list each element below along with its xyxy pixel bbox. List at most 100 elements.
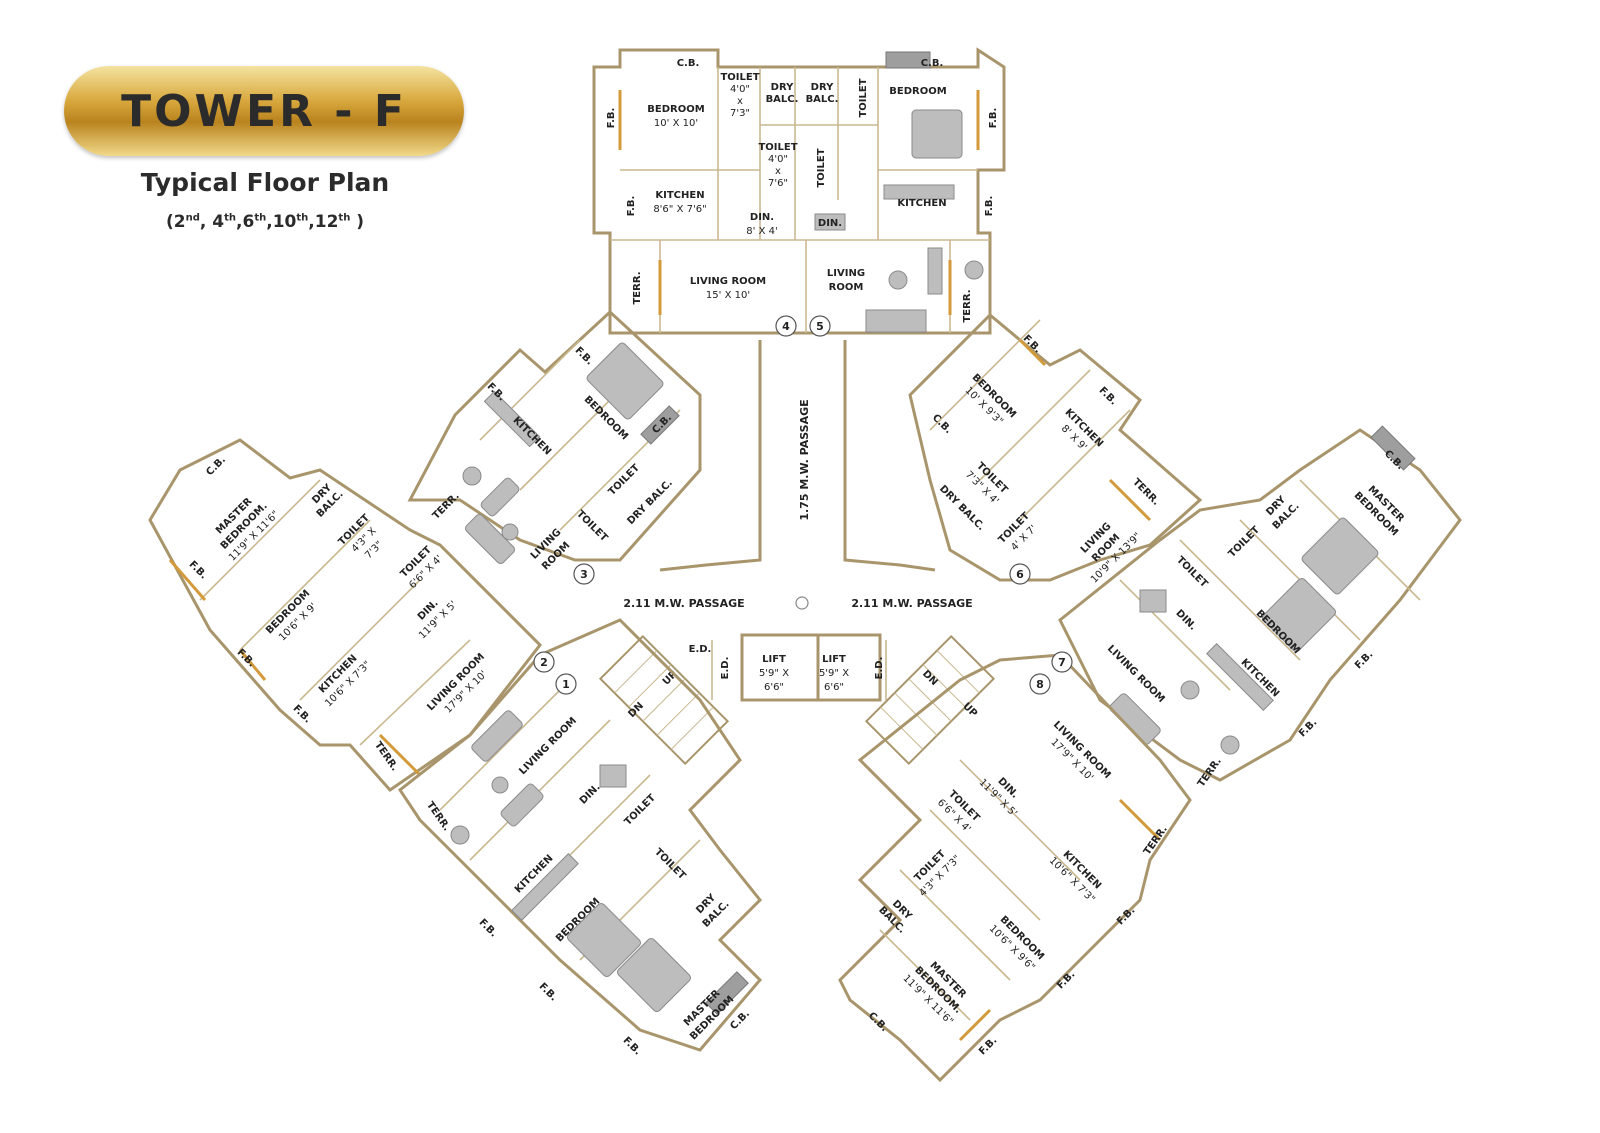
label-toilet: TOILET bbox=[1174, 555, 1210, 591]
label-din: DIN. bbox=[750, 212, 774, 223]
top-right-table bbox=[888, 270, 908, 290]
floor-2: 2 bbox=[173, 212, 186, 232]
svg-text:4: 4 bbox=[782, 320, 790, 333]
top-right-terr-chair bbox=[964, 260, 984, 280]
svg-text:6'6": 6'6" bbox=[764, 682, 784, 693]
bottom-right-outline bbox=[838, 653, 1192, 1083]
label-toilet: TOILET bbox=[758, 142, 797, 153]
label-terr: TERR. bbox=[962, 289, 973, 322]
label-dry-balc: DRY BALC. bbox=[625, 477, 675, 527]
ul-terr-chair bbox=[462, 466, 482, 486]
top-right-bed bbox=[911, 109, 963, 159]
dim-din: 8' X 4' bbox=[746, 226, 777, 237]
label-terr: TERR. bbox=[372, 740, 400, 773]
dim-kitchen: 8'6" X 7'6" bbox=[653, 204, 706, 215]
passage-walls bbox=[659, 340, 936, 572]
label-ed: E.D. bbox=[874, 657, 885, 680]
lower-right-wing: DRY BALC. TOILET TOILET C.B. MASTER BEDR… bbox=[1058, 425, 1462, 789]
label-dn: DN bbox=[920, 668, 940, 688]
label-living-room: LIVING ROOM bbox=[1105, 643, 1167, 705]
lift-outline bbox=[740, 633, 882, 702]
flat-number-1: 1 bbox=[555, 673, 577, 695]
lr-counter bbox=[1206, 643, 1274, 711]
left-staircase bbox=[598, 634, 730, 766]
bl-dining bbox=[599, 764, 627, 788]
label-terr: TERR. bbox=[431, 491, 462, 522]
lr-table bbox=[1180, 680, 1200, 700]
label-toilet: TOILET bbox=[816, 148, 827, 187]
lr-terr-chair bbox=[1220, 735, 1240, 755]
upper-right-wing: F.B. F.B. BEDROOM 10' X 9'3" C.B. KITCHE… bbox=[908, 312, 1203, 585]
label-fb: F.B. bbox=[1297, 717, 1319, 739]
label-fb: F.B. bbox=[621, 1035, 643, 1057]
ul-sofa bbox=[464, 513, 516, 565]
svg-text:6'6": 6'6" bbox=[824, 682, 844, 693]
top-right-sofa-side bbox=[927, 247, 943, 295]
label-living: LIVING bbox=[827, 268, 865, 279]
label-toilet: TOILET bbox=[720, 72, 759, 83]
bl-table bbox=[491, 776, 509, 794]
dim-living-room: 15' X 10' bbox=[706, 290, 750, 301]
label-lift: LIFT bbox=[762, 654, 786, 665]
label-toilet: TOILET bbox=[858, 78, 869, 117]
top-right-counter bbox=[883, 184, 955, 200]
flat-number-6: 6 bbox=[1009, 563, 1031, 585]
ul-sofa2 bbox=[480, 477, 520, 517]
label-toilet: TOILET bbox=[607, 462, 643, 498]
bl-bed bbox=[566, 902, 642, 978]
label-dn: DN bbox=[626, 700, 646, 720]
floor-12: 12 bbox=[314, 212, 339, 232]
label-bedroom: BEDROOM bbox=[889, 86, 946, 97]
flat-number-2: 2 bbox=[533, 651, 555, 673]
label-up: UP bbox=[960, 701, 979, 720]
svg-text:8: 8 bbox=[1036, 678, 1044, 691]
svg-text:5'9" X: 5'9" X bbox=[819, 668, 849, 679]
label-din: DIN. bbox=[578, 782, 603, 807]
label-passage-center: 1.75 M.W. PASSAGE bbox=[798, 399, 811, 520]
top-right-dining bbox=[814, 213, 846, 231]
label-fb: F.B. bbox=[537, 981, 559, 1003]
label-kitchen: KITCHEN bbox=[655, 190, 704, 201]
ul-cupboard bbox=[640, 405, 680, 445]
bl-sofa2 bbox=[500, 783, 544, 827]
ul-table bbox=[501, 523, 519, 541]
upper-right-outline bbox=[908, 312, 1203, 582]
label-balc: BALC. bbox=[766, 94, 799, 105]
label-fb: F.B. bbox=[477, 917, 499, 939]
label-cb: C.B. bbox=[930, 412, 954, 436]
floor-6: 6 bbox=[242, 212, 255, 232]
svg-text:7: 7 bbox=[1058, 656, 1066, 669]
bl-sofa bbox=[471, 710, 523, 762]
right-staircase bbox=[864, 634, 996, 766]
dim-bedroom: 10' X 10' bbox=[654, 118, 698, 129]
label-bedroom: BEDROOM bbox=[647, 104, 704, 115]
label-toilet: TOILET bbox=[1227, 524, 1263, 560]
lr-master-bed bbox=[1301, 517, 1379, 595]
upper-left-outline bbox=[407, 309, 702, 562]
label-fb: F.B. bbox=[988, 108, 999, 129]
flat-number-5: 5 bbox=[809, 315, 831, 337]
label-living-room: LIVING ROOM bbox=[517, 715, 579, 777]
label-kitchen: KITCHEN bbox=[897, 198, 946, 209]
top-right-sofa bbox=[865, 309, 927, 333]
label-fb: F.B. bbox=[573, 345, 595, 367]
lr-bed bbox=[1261, 577, 1337, 653]
svg-text:x: x bbox=[737, 96, 743, 107]
floor-list: (2nd, 4th,6th,10th,12th ) bbox=[165, 212, 365, 232]
tower-title: TOWER - F bbox=[121, 85, 407, 137]
label-passage-right: 2.11 M.W. PASSAGE bbox=[851, 597, 972, 610]
label-fb: F.B. bbox=[606, 108, 617, 129]
svg-text:1: 1 bbox=[562, 678, 570, 691]
svg-text:7'3": 7'3" bbox=[730, 108, 750, 119]
svg-text:5: 5 bbox=[816, 320, 824, 333]
label-fb: F.B. bbox=[984, 196, 995, 217]
label-din: DIN. bbox=[818, 218, 842, 229]
label-fb: F.B. bbox=[626, 196, 637, 217]
floor-4: 4 bbox=[212, 212, 225, 232]
label-living-room: LIVING ROOM bbox=[690, 276, 766, 287]
top-wing: C.B. C.B. F.B. F.B. F.B. F.B. BEDROOM 10… bbox=[592, 47, 1006, 335]
lower-right-outline bbox=[1058, 428, 1462, 782]
flat-number-8: 8 bbox=[1029, 673, 1051, 695]
